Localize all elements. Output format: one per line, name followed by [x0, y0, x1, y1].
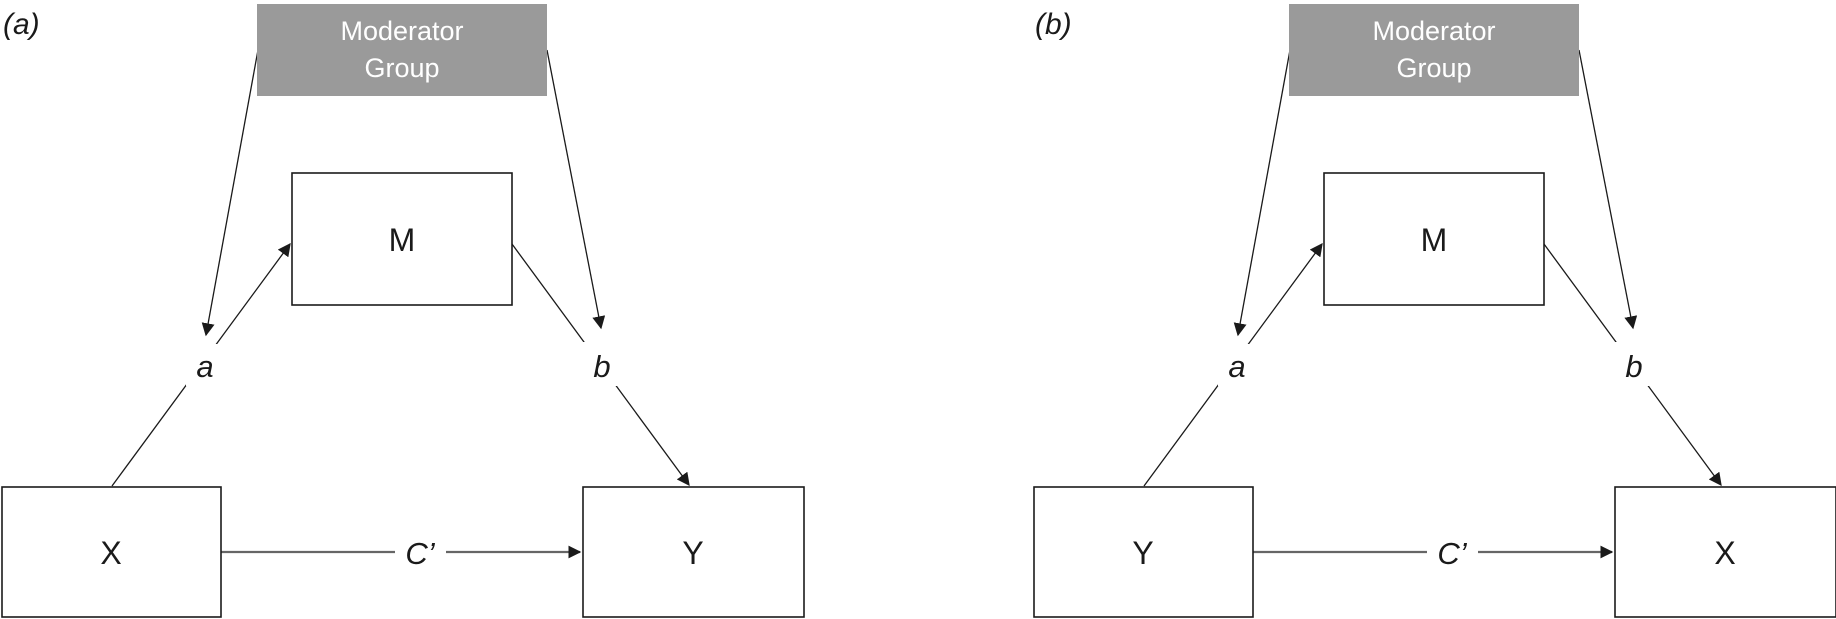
moderator-group-box — [257, 4, 547, 96]
path-a-label: a — [1228, 349, 1245, 384]
moderator-to-path-b-arrow — [1578, 49, 1638, 330]
bottom-left-box — [1033, 486, 1254, 618]
moderator-to-path-a-arrow — [201, 49, 259, 337]
direct-path-label-backing — [395, 530, 446, 572]
mediator-label: M — [389, 222, 416, 258]
moderator-to-path-b-arrow — [546, 49, 606, 330]
panel-a: Moderator Group M X Y a b C’ (a) — [0, 0, 850, 619]
path-b-label: b — [593, 349, 610, 384]
moderator-group-label-line1: Moderator — [340, 16, 463, 46]
mediator-box — [291, 172, 513, 306]
moderator-to-path-a-arrow — [1233, 49, 1291, 337]
moderator-group-box — [1289, 4, 1579, 96]
moderator-group-label-line2: Group — [1396, 53, 1471, 83]
mediator-label: M — [1421, 222, 1448, 258]
panel-b-letter: (b) — [1035, 8, 1072, 41]
panel-a-letter: (a) — [3, 8, 40, 41]
panel-b-diagram: Moderator Group M Y X a b C’ (b) — [1033, 4, 1836, 618]
panel-b: Moderator Group M Y X a b C’ (b) — [1032, 0, 1836, 619]
path-b-label: b — [1625, 349, 1642, 384]
bottom-right-label: X — [1714, 535, 1735, 571]
bottom-right-label: Y — [682, 535, 703, 571]
path-b-label-backing — [1615, 342, 1653, 386]
direct-path-label-backing — [1427, 530, 1478, 572]
path-a-label-backing — [1218, 344, 1256, 386]
bottom-left-label: X — [100, 535, 121, 571]
bottom-right-box — [1614, 486, 1836, 618]
moderator-group-label-line2: Group — [364, 53, 439, 83]
path-a-label-backing — [186, 344, 224, 386]
path-a-label: a — [196, 349, 213, 384]
panel-a-diagram: Moderator Group M X Y a b C’ (a) — [1, 4, 805, 618]
mediator-box — [1323, 172, 1545, 306]
moderator-group-label-line1: Moderator — [1372, 16, 1495, 46]
direct-path-label: C’ — [405, 536, 435, 571]
path-b-label-backing — [583, 342, 621, 386]
bottom-left-box — [1, 486, 222, 618]
bottom-right-box — [582, 486, 805, 618]
direct-path-label: C’ — [1437, 536, 1467, 571]
bottom-left-label: Y — [1132, 535, 1153, 571]
